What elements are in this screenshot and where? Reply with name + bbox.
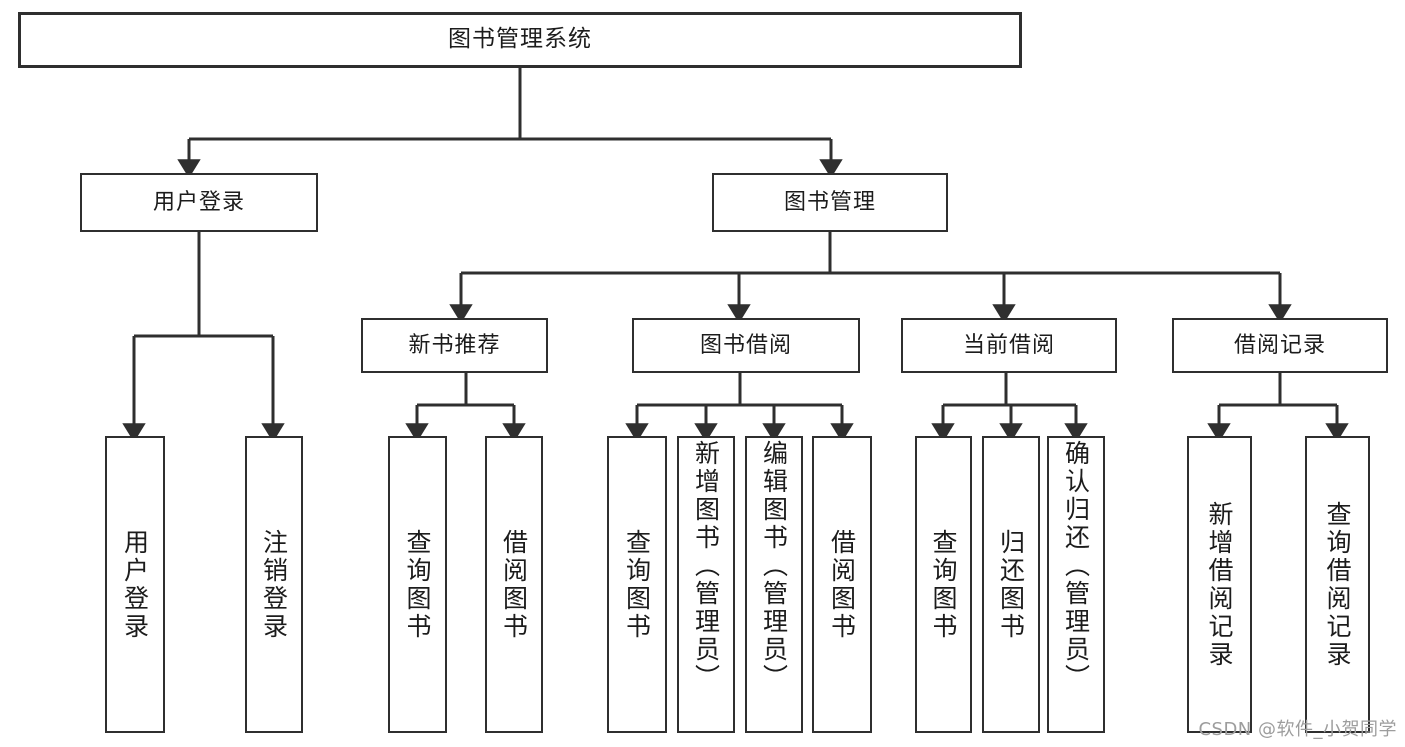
node-leaf-query-book-1[interactable]: 查询图书: [388, 436, 447, 733]
node-leaf-logout-label: 注销登录: [259, 528, 289, 641]
node-leaf-edit-book[interactable]: 编辑图书（管理员）: [745, 436, 803, 733]
node-user-login-label: 用户登录: [152, 189, 245, 215]
node-new-book-rec-label: 新书推荐: [408, 332, 501, 358]
node-leaf-borrow-book-1[interactable]: 借阅图书: [485, 436, 543, 733]
node-new-book-rec[interactable]: 新书推荐: [361, 318, 548, 373]
node-leaf-query-book-2[interactable]: 查询图书: [607, 436, 667, 733]
node-current-borrow[interactable]: 当前借阅: [901, 318, 1117, 373]
node-leaf-borrow-book-2-label: 借阅图书: [827, 528, 857, 641]
node-book-borrow-label: 图书借阅: [699, 332, 792, 358]
node-leaf-query-book-3[interactable]: 查询图书: [915, 436, 972, 733]
node-leaf-add-book-label: 新增图书（管理员）: [691, 440, 721, 692]
node-user-login[interactable]: 用户登录: [80, 173, 318, 232]
node-leaf-query-record-label: 查询借阅记录: [1323, 500, 1352, 669]
node-root[interactable]: 图书管理系统: [18, 12, 1022, 68]
node-current-borrow-label: 当前借阅: [962, 332, 1055, 358]
node-book-borrow[interactable]: 图书借阅: [632, 318, 860, 373]
node-leaf-confirm-return[interactable]: 确认归还（管理员）: [1047, 436, 1105, 733]
node-leaf-borrow-book-2[interactable]: 借阅图书: [812, 436, 872, 733]
node-leaf-user-login[interactable]: 用户登录: [105, 436, 165, 733]
node-leaf-logout[interactable]: 注销登录: [245, 436, 303, 733]
node-book-manage-label: 图书管理: [783, 189, 876, 215]
node-borrow-record-label: 借阅记录: [1233, 332, 1326, 358]
node-leaf-query-book-1-label: 查询图书: [403, 528, 432, 641]
node-leaf-user-login-label: 用户登录: [120, 528, 150, 641]
node-leaf-edit-book-label: 编辑图书（管理员）: [759, 440, 789, 692]
node-leaf-return-book-label: 归还图书: [996, 528, 1026, 641]
node-borrow-record[interactable]: 借阅记录: [1172, 318, 1388, 373]
node-leaf-add-book[interactable]: 新增图书（管理员）: [677, 436, 735, 733]
node-leaf-query-book-3-label: 查询图书: [929, 528, 958, 641]
node-leaf-query-book-2-label: 查询图书: [622, 528, 652, 641]
node-leaf-borrow-book-1-label: 借阅图书: [499, 528, 529, 641]
node-leaf-add-record-label: 新增借阅记录: [1205, 500, 1234, 669]
node-root-label: 图书管理系统: [448, 26, 592, 53]
node-leaf-add-record[interactable]: 新增借阅记录: [1187, 436, 1252, 733]
node-leaf-confirm-return-label: 确认归还（管理员）: [1061, 440, 1091, 692]
node-book-manage[interactable]: 图书管理: [712, 173, 948, 232]
node-leaf-return-book[interactable]: 归还图书: [982, 436, 1040, 733]
node-leaf-query-record[interactable]: 查询借阅记录: [1305, 436, 1370, 733]
